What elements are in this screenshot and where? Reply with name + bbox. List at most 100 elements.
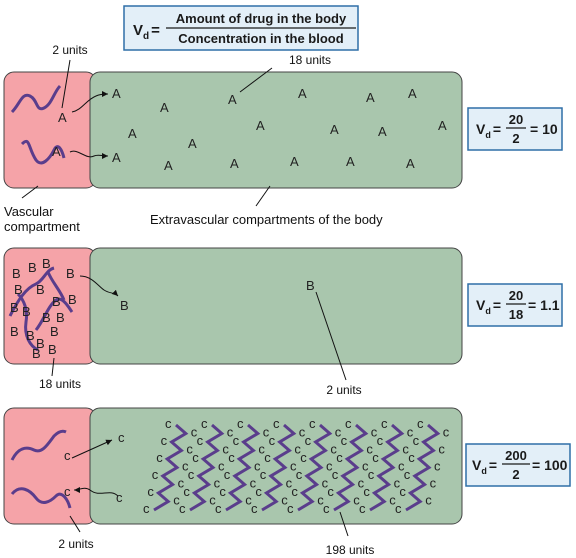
- svg-text:= 100: = 100: [532, 457, 568, 473]
- bound-molecule-c: c: [215, 501, 222, 516]
- molecule-b-1: B: [12, 266, 21, 281]
- bound-molecule-c: c: [255, 484, 262, 499]
- bound-molecule-c: c: [425, 493, 432, 508]
- bound-molecule-c: c: [178, 476, 185, 491]
- bound-molecule-c: c: [188, 467, 195, 482]
- molecule-a-11: A: [256, 118, 265, 133]
- bound-molecule-c: c: [250, 476, 257, 491]
- formula-lhs-sub: d: [143, 31, 149, 42]
- molecule-a-6: A: [298, 86, 307, 101]
- chain-1b: [20, 139, 66, 165]
- bound-molecule-c: c: [165, 416, 172, 431]
- bound-molecule-c: c: [260, 467, 267, 482]
- bound-molecule-c: c: [273, 416, 280, 431]
- bound-molecule-c: c: [309, 416, 316, 431]
- bound-molecule-c: c: [218, 459, 225, 474]
- molecule-a-2: A: [52, 144, 61, 159]
- molecule-a-12: A: [330, 122, 339, 137]
- bound-molecule-c: c: [317, 493, 324, 508]
- bound-chain-5: [297, 423, 333, 512]
- bound-molecule-c: c: [233, 433, 240, 448]
- extravascular-compartment-3: [89, 407, 463, 525]
- svg-text:Vd=: Vd=: [133, 22, 160, 42]
- extravascular-label: Extravascular compartments of the body: [150, 212, 383, 227]
- formula-numerator: Amount of drug in the body: [176, 11, 347, 26]
- bound-molecule-c: c: [323, 501, 330, 516]
- bound-molecule-c: c: [394, 476, 401, 491]
- bound-molecule-c: c: [353, 493, 360, 508]
- formula-box: Vd= Amount of drug in the body Concentra…: [123, 5, 359, 51]
- bound-molecule-c: c: [404, 467, 411, 482]
- molecule-a-18: A: [290, 154, 299, 169]
- bound-molecule-c: c: [305, 433, 312, 448]
- molecule-a-3: A: [112, 86, 121, 101]
- svg-text:2: 2: [512, 467, 519, 482]
- bound-molecule-c: c: [363, 484, 370, 499]
- vascular-label-line2: compartment: [4, 219, 80, 234]
- formula-equals: =: [151, 22, 160, 39]
- svg-text:20: 20: [509, 112, 523, 127]
- molecule-c-3: c: [118, 430, 125, 445]
- bound-molecule-c: c: [152, 467, 159, 482]
- molecule-b-19: B: [120, 298, 129, 313]
- molecule-a-9: A: [128, 126, 137, 141]
- bound-molecule-c: c: [413, 433, 420, 448]
- bound-molecule-c: c: [335, 425, 342, 440]
- bound-molecule-c: c: [296, 467, 303, 482]
- molecule-b-15: B: [50, 324, 59, 339]
- svg-text:200: 200: [505, 448, 527, 463]
- bound-molecule-c: c: [430, 476, 437, 491]
- bound-molecule-c: c: [287, 501, 294, 516]
- bound-molecule-c: c: [214, 476, 221, 491]
- molecule-c-2: c: [64, 484, 71, 499]
- panel-3-extravascular-units: 198 units: [326, 543, 375, 557]
- bound-molecule-c: c: [186, 442, 193, 457]
- molecule-b-16: B: [36, 336, 45, 351]
- panel-2-vascular-units: 18 units: [39, 377, 81, 391]
- molecule-a-8: A: [408, 86, 417, 101]
- bound-molecule-c: c: [291, 484, 298, 499]
- panel-3-vd-box: Vd= 200 2 = 100: [465, 443, 571, 487]
- bound-molecule-c: c: [224, 467, 231, 482]
- bound-molecule-c: c: [366, 442, 373, 457]
- bound-molecule-c: c: [434, 459, 441, 474]
- svg-text:Vd=: Vd=: [476, 121, 501, 140]
- bound-molecule-c: c: [371, 425, 378, 440]
- bound-chain-4: [261, 423, 297, 512]
- extravascular-compartment-1: [89, 71, 463, 189]
- bound-molecule-c: c: [327, 484, 334, 499]
- bound-molecule-c: c: [219, 484, 226, 499]
- bound-molecule-c: c: [407, 425, 414, 440]
- bound-chain-3: [225, 423, 261, 512]
- bound-molecule-c: c: [245, 493, 252, 508]
- molecule-b-8: B: [22, 304, 31, 319]
- formula-denominator: Concentration in the blood: [178, 31, 343, 46]
- bound-molecule-c: c: [294, 442, 301, 457]
- bound-chain-1: [153, 423, 189, 512]
- molecule-c-4: c: [116, 490, 123, 505]
- bound-molecule-c: c: [147, 484, 154, 499]
- molecule-a-14: A: [438, 118, 447, 133]
- panel-1-vd-box: Vd= 20 2 = 10: [467, 107, 563, 151]
- bound-molecule-c: c: [359, 501, 366, 516]
- bound-molecule-c: c: [197, 433, 204, 448]
- bound-molecule-c: c: [286, 476, 293, 491]
- molecule-a-16: A: [164, 158, 173, 173]
- molecule-b-3: B: [42, 256, 51, 271]
- molecule-a-20: A: [406, 156, 415, 171]
- bound-molecule-c: c: [182, 459, 189, 474]
- molecule-a-17: A: [230, 156, 239, 171]
- vascular-compartment-1: [3, 71, 97, 189]
- bound-molecule-c: c: [227, 425, 234, 440]
- bound-molecule-c: c: [254, 459, 261, 474]
- panel-2-extravascular-units: 2 units: [326, 383, 361, 397]
- bound-molecule-c: c: [179, 501, 186, 516]
- bound-molecule-c: c: [322, 476, 329, 491]
- bound-molecule-c: c: [399, 484, 406, 499]
- bound-molecule-c: c: [209, 493, 216, 508]
